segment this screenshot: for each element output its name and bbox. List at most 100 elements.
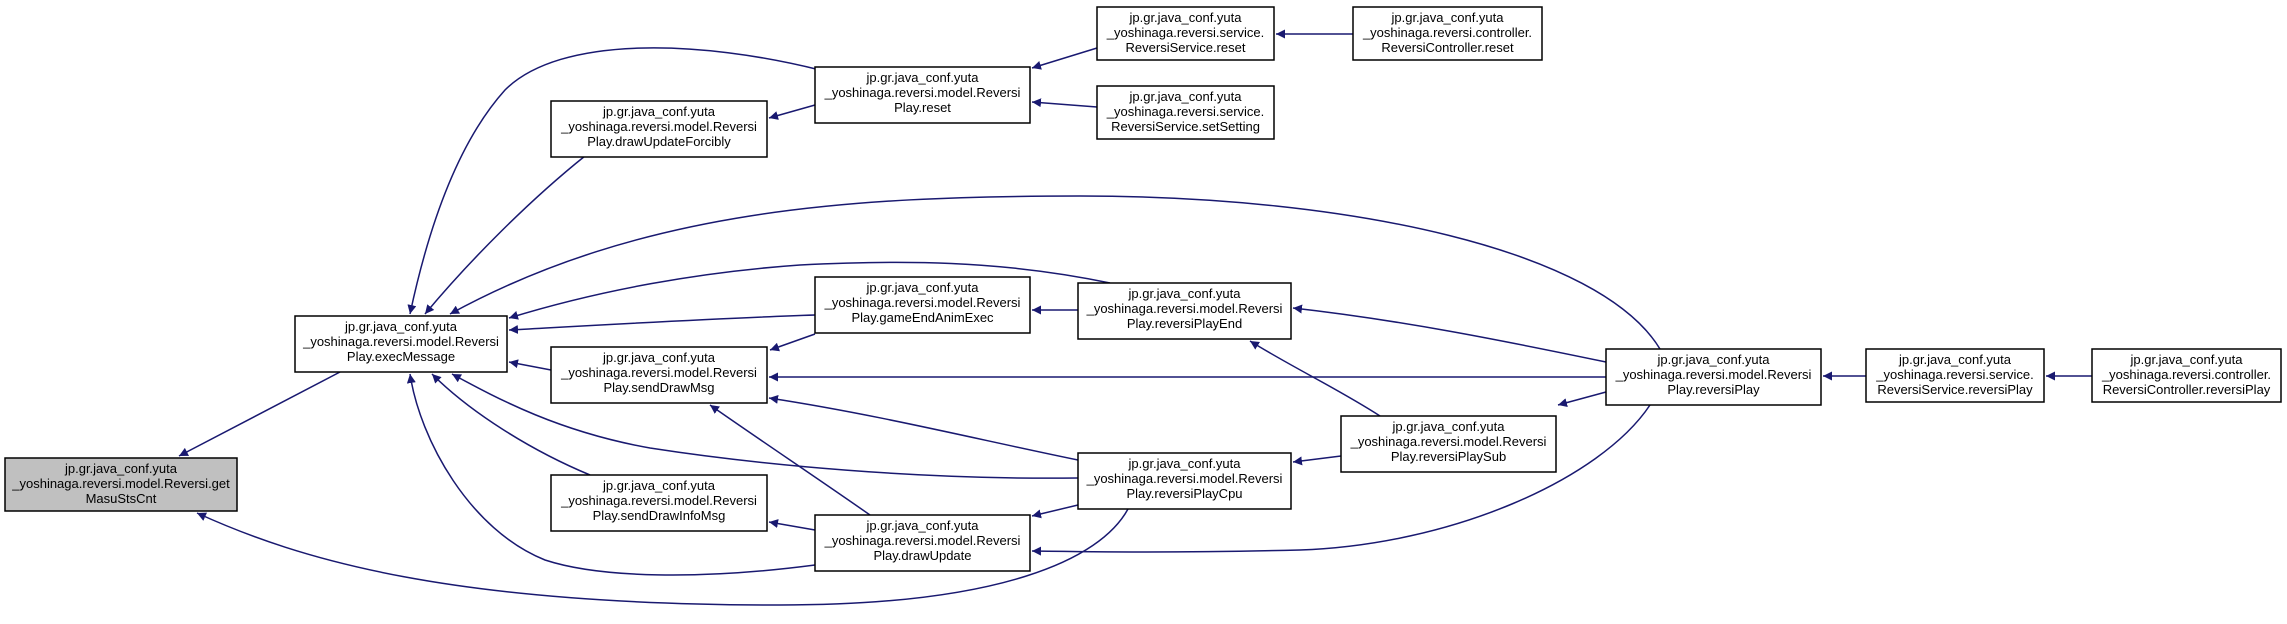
- node-label-line: _yoshinaga.reversi.model.Reversi: [1086, 471, 1283, 486]
- node-box: [2091, 348, 2282, 403]
- node-box: [550, 474, 768, 532]
- node-label-line: _yoshinaga.reversi.model.Reversi: [560, 365, 757, 380]
- node-box: [294, 315, 508, 373]
- node-getMasuStsCnt[interactable]: jp.gr.java_conf.yuta_yoshinaga.reversi.m…: [4, 457, 238, 512]
- edge-reversiPlay-to-execMessage: [449, 195, 1661, 350]
- node-box: [814, 514, 1031, 572]
- edge-drawUpdate-to-execMessage: [406, 373, 816, 576]
- node-box: [1077, 452, 1292, 510]
- node-label-line: _yoshinaga.reversi.model.Reversi: [560, 493, 757, 508]
- node-label-line: Play.reversiPlaySub: [1391, 449, 1506, 464]
- node-label-line: Play.drawUpdate: [873, 548, 971, 563]
- node-label-line: jp.gr.java_conf.yuta: [1128, 89, 1242, 104]
- edge-drawUpdateForcibly-to-execMessage: [424, 155, 586, 315]
- node-sendDrawInfoMsg[interactable]: jp.gr.java_conf.yuta_yoshinaga.reversi.m…: [550, 474, 768, 532]
- node-label-line: jp.gr.java_conf.yuta: [602, 350, 716, 365]
- node-execMessage[interactable]: jp.gr.java_conf.yuta_yoshinaga.reversi.m…: [294, 315, 508, 373]
- node-gameEndAnimExec[interactable]: jp.gr.java_conf.yuta_yoshinaga.reversi.m…: [814, 276, 1031, 334]
- edge-reversiPlayEnd-to-execMessage: [508, 261, 1111, 320]
- node-box: [1077, 282, 1292, 340]
- node-box: [1605, 348, 1822, 406]
- edge-drawUpdate-to-sendDrawInfoMsg: [768, 519, 816, 531]
- node-box: [1096, 85, 1275, 140]
- edge-reversiPlaySub-to-reversiPlayEnd: [1249, 340, 1381, 417]
- node-box: [1352, 6, 1543, 61]
- node-label-line: jp.gr.java_conf.yuta: [1391, 419, 1505, 434]
- node-setSetting[interactable]: jp.gr.java_conf.yuta_yoshinaga.reversi.s…: [1096, 85, 1275, 140]
- node-label-line: Play.gameEndAnimExec: [851, 310, 994, 325]
- edge-execMessage-to-getMasuStsCnt: [178, 371, 341, 457]
- node-label-line: jp.gr.java_conf.yuta: [602, 104, 716, 119]
- edge-reversiPlayCpu-to-getMasuStsCnt: [196, 508, 1129, 606]
- node-box: [814, 66, 1031, 124]
- edge-sendDrawMsg-to-execMessage: [508, 359, 552, 371]
- node-label-line: _yoshinaga.reversi.model.Reversi: [824, 85, 1021, 100]
- node-label-line: jp.gr.java_conf.yuta: [1656, 352, 1770, 367]
- node-box: [550, 100, 768, 158]
- node-label-line: Play.execMessage: [347, 349, 455, 364]
- node-label-line: _yoshinaga.reversi.service.: [1106, 104, 1265, 119]
- node-label-line: jp.gr.java_conf.yuta: [1390, 10, 1504, 25]
- node-label-line: jp.gr.java_conf.yuta: [602, 478, 716, 493]
- node-label-line: Play.drawUpdateForcibly: [587, 134, 731, 149]
- node-label-line: _yoshinaga.reversi.service.: [1106, 25, 1265, 40]
- edge-reversiPlay-to-reversiPlayEnd: [1292, 304, 1607, 363]
- node-reversiPlayCpu[interactable]: jp.gr.java_conf.yuta_yoshinaga.reversi.m…: [1077, 452, 1292, 510]
- edge-drawUpdate-to-sendDrawMsg: [709, 404, 871, 516]
- node-label-line: jp.gr.java_conf.yuta: [344, 319, 458, 334]
- edge-gameEndAnimExec-to-execMessage: [508, 314, 816, 334]
- edge-reversiPlayCpu-to-drawUpdate: [1031, 504, 1079, 519]
- node-label-line: Play.reversiPlayCpu: [1126, 486, 1242, 501]
- node-reversiPlayEnd[interactable]: jp.gr.java_conf.yuta_yoshinaga.reversi.m…: [1077, 282, 1292, 340]
- node-drawUpdateForcibly[interactable]: jp.gr.java_conf.yuta_yoshinaga.reversi.m…: [550, 100, 768, 158]
- node-reversiPlaySub[interactable]: jp.gr.java_conf.yuta_yoshinaga.reversi.m…: [1340, 415, 1557, 473]
- node-label-line: ReversiController.reversiPlay: [2103, 382, 2271, 397]
- node-reversiPlay[interactable]: jp.gr.java_conf.yuta_yoshinaga.reversi.m…: [1605, 348, 1822, 406]
- node-drawUpdate[interactable]: jp.gr.java_conf.yuta_yoshinaga.reversi.m…: [814, 514, 1031, 572]
- edge-reversiPlaySub-to-reversiPlayCpu: [1292, 455, 1342, 466]
- node-box: [814, 276, 1031, 334]
- node-label-line: MasuStsCnt: [86, 491, 157, 506]
- node-box: [1865, 348, 2045, 403]
- node-label-line: ReversiController.reset: [1381, 40, 1514, 55]
- edges: [178, 29, 2092, 606]
- edge-rpReset-to-drawUpdateForcibly: [768, 104, 816, 120]
- node-box: [550, 346, 768, 404]
- edge-rpReset-to-execMessage: [407, 47, 821, 315]
- node-label-line: _yoshinaga.reversi.model.Reversi: [1350, 434, 1547, 449]
- node-label-line: Play.reversiPlay: [1667, 382, 1760, 397]
- node-label-line: jp.gr.java_conf.yuta: [1127, 286, 1241, 301]
- edge-reversiPlayCpu-to-execMessage: [451, 373, 1079, 479]
- node-box: [4, 457, 238, 512]
- node-label-line: _yoshinaga.reversi.service.: [1875, 367, 2034, 382]
- edge-reversiPlayCpu-to-sendDrawMsg: [768, 394, 1079, 461]
- edge-reversiPlay-to-reversiPlaySub: [1557, 391, 1607, 407]
- node-serviceReversiPlay[interactable]: jp.gr.java_conf.yuta_yoshinaga.reversi.s…: [1865, 348, 2045, 403]
- node-label-line: jp.gr.java_conf.yuta: [1127, 456, 1241, 471]
- node-label-line: _yoshinaga.reversi.model.Reversi: [824, 295, 1021, 310]
- node-label-line: Play.reversiPlayEnd: [1127, 316, 1242, 331]
- node-label-line: jp.gr.java_conf.yuta: [1128, 10, 1242, 25]
- node-controllerReset[interactable]: jp.gr.java_conf.yuta_yoshinaga.reversi.c…: [1352, 6, 1543, 61]
- node-label-line: jp.gr.java_conf.yuta: [2129, 352, 2243, 367]
- nodes: jp.gr.java_conf.yuta_yoshinaga.reversi.m…: [4, 6, 2282, 572]
- node-sendDrawMsg[interactable]: jp.gr.java_conf.yuta_yoshinaga.reversi.m…: [550, 346, 768, 404]
- node-label-line: jp.gr.java_conf.yuta: [865, 70, 979, 85]
- edge-reversiPlay-to-drawUpdate: [1031, 404, 1651, 556]
- edge-serviceReset-to-rpReset: [1031, 47, 1098, 70]
- node-serviceReset[interactable]: jp.gr.java_conf.yuta_yoshinaga.reversi.s…: [1096, 6, 1275, 61]
- edge-setSetting-to-rpReset: [1031, 98, 1098, 108]
- edge-sendDrawInfoMsg-to-execMessage: [431, 373, 591, 476]
- node-label-line: _yoshinaga.reversi.model.Reversi: [1615, 367, 1812, 382]
- node-controllerReversiPlay[interactable]: jp.gr.java_conf.yuta_yoshinaga.reversi.c…: [2091, 348, 2282, 403]
- node-label-line: ReversiService.reset: [1126, 40, 1246, 55]
- node-box: [1340, 415, 1557, 473]
- node-label-line: jp.gr.java_conf.yuta: [64, 461, 178, 476]
- node-label-line: jp.gr.java_conf.yuta: [865, 280, 979, 295]
- node-box: [1096, 6, 1275, 61]
- node-rpReset[interactable]: jp.gr.java_conf.yuta_yoshinaga.reversi.m…: [814, 66, 1031, 124]
- node-label-line: Play.reset: [894, 100, 951, 115]
- node-label-line: jp.gr.java_conf.yuta: [865, 518, 979, 533]
- node-label-line: ReversiService.reversiPlay: [1877, 382, 2033, 397]
